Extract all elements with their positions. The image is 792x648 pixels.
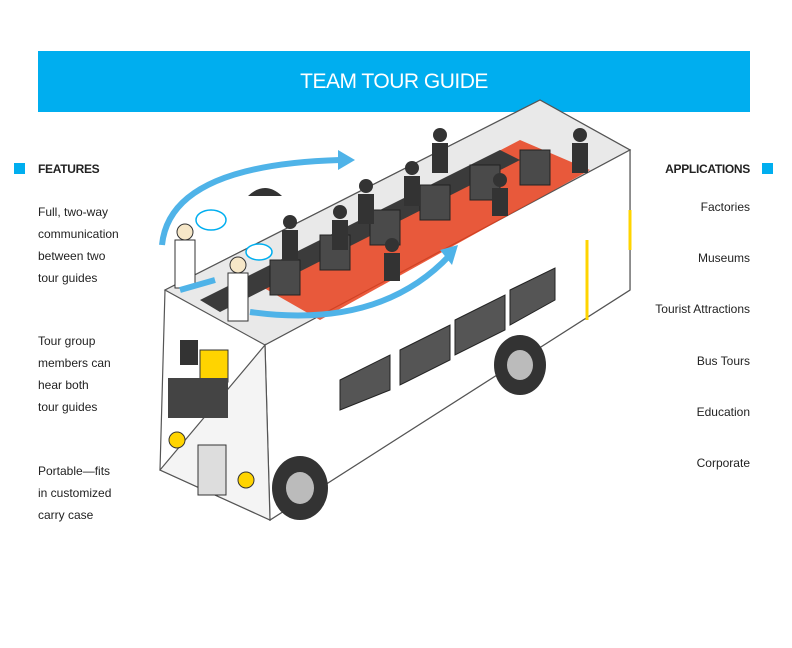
communication-arrows (159, 157, 453, 319)
tour-guides (174, 188, 282, 322)
features-heading: FEATURES (38, 162, 100, 176)
lower-windows (339, 267, 556, 411)
feature-line: tour guides (38, 400, 98, 414)
feature-item: Tour group members can hear both tour gu… (38, 330, 111, 418)
feature-item: Portable—fits in customized carry case (38, 460, 111, 526)
front-details (168, 210, 632, 496)
application-item: Education (696, 405, 750, 419)
passengers (282, 128, 588, 281)
feature-line: Tour group (38, 334, 96, 348)
feature-line: Full, two-way (38, 205, 109, 219)
application-item: Tourist Attractions (655, 302, 750, 316)
feature-line: between two (38, 249, 106, 263)
feature-line: Portable—fits (38, 464, 111, 478)
wheels (272, 335, 546, 520)
seats (269, 149, 551, 296)
application-item: Museums (697, 251, 750, 265)
application-item: Factories (700, 200, 750, 214)
feature-item: Full, two-way communication between two … (38, 201, 119, 289)
applications-heading: APPLICATIONS (665, 162, 750, 176)
arrow-heads (338, 150, 458, 265)
feature-line: carry case (38, 508, 94, 522)
double-decker-bus-illustration (159, 99, 632, 522)
application-item: Bus Tours (696, 354, 750, 368)
feature-line: tour guides (38, 271, 98, 285)
feature-line: in customized (38, 486, 112, 500)
feature-line: communication (38, 227, 119, 241)
feature-line: members can (38, 356, 111, 370)
title-banner: TEAM TOUR GUIDE (38, 51, 750, 112)
page-title: TEAM TOUR GUIDE (300, 69, 488, 93)
application-item: Corporate (696, 456, 750, 470)
applications-bullet-icon (762, 163, 773, 174)
feature-line: hear both (38, 378, 89, 392)
features-bullet-icon (14, 163, 25, 174)
